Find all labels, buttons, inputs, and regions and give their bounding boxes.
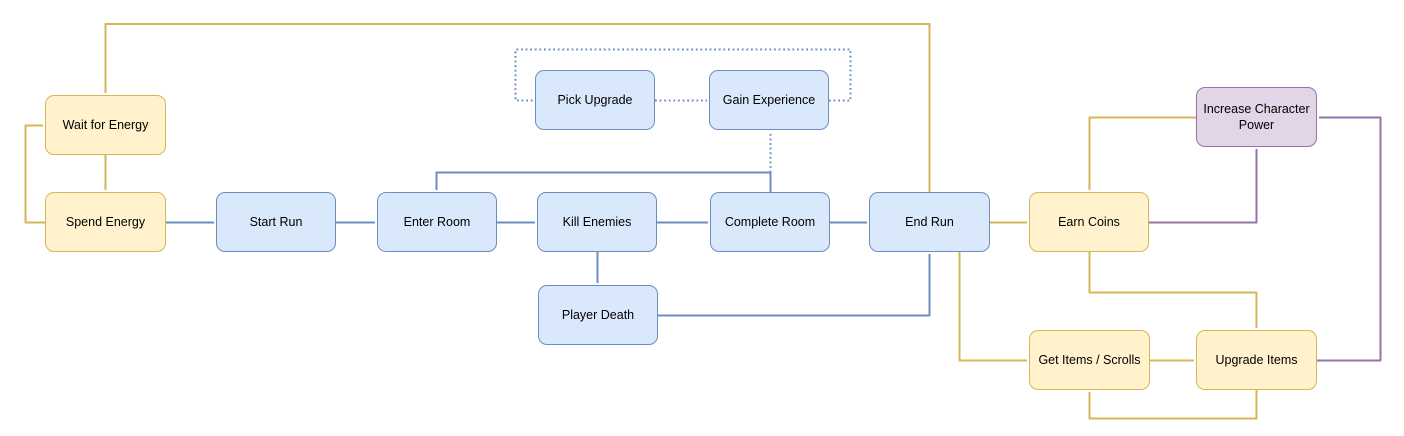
node-pick-upgrade: Pick Upgrade [535,70,655,130]
node-complete-room: Complete Room [710,192,830,252]
node-label: Enter Room [403,214,471,229]
node-wait-for-energy: Wait for Energy [45,95,166,155]
edge-gain-experience-to-pick-upgrade [514,48,852,102]
edge-increase-character-power-to-earn-coins [1088,116,1196,190]
node-earn-coins: Earn Coins [1029,192,1149,252]
edge-end-run-to-get-items-scrolls [958,252,1027,362]
node-label: Upgrade Items [1215,352,1298,367]
edge-upgrade-items-to-increase-character-power [1317,116,1382,362]
node-get-items-scrolls: Get Items / Scrolls [1029,330,1150,390]
node-increase-character-power: Increase Character Power [1196,87,1317,147]
edge-earn-coins-to-increase-character-power [1149,149,1258,224]
node-label: Increase Character Power [1203,101,1310,132]
edge-complete-room-to-enter-room [435,171,772,192]
node-label: Spend Energy [65,214,146,229]
node-player-death: Player Death [538,285,658,345]
node-enter-room: Enter Room [377,192,497,252]
node-kill-enemies: Kill Enemies [537,192,657,252]
edge-end-run-to-wait-for-energy [104,23,931,192]
node-upgrade-items: Upgrade Items [1196,330,1317,390]
node-label: Player Death [561,307,635,322]
edge-earn-coins-to-upgrade-items [1088,252,1258,328]
node-label: Start Run [249,214,303,229]
edge-upgrade-items-to-get-items-scrolls [1088,390,1258,420]
node-label: Kill Enemies [562,214,632,229]
node-label: End Run [905,214,954,229]
node-label: Pick Upgrade [557,92,633,107]
edge-player-death-to-end-run [658,254,931,317]
node-label: Complete Room [724,214,816,229]
node-label: Wait for Energy [62,117,149,132]
edge-spend-energy-to-wait-for-energy [24,124,45,224]
node-gain-experience: Gain Experience [709,70,829,130]
node-label: Earn Coins [1058,214,1120,229]
node-spend-energy: Spend Energy [45,192,166,252]
node-label: Get Items / Scrolls [1038,352,1141,367]
node-end-run: End Run [869,192,990,252]
node-label: Gain Experience [722,92,816,107]
node-start-run: Start Run [216,192,336,252]
